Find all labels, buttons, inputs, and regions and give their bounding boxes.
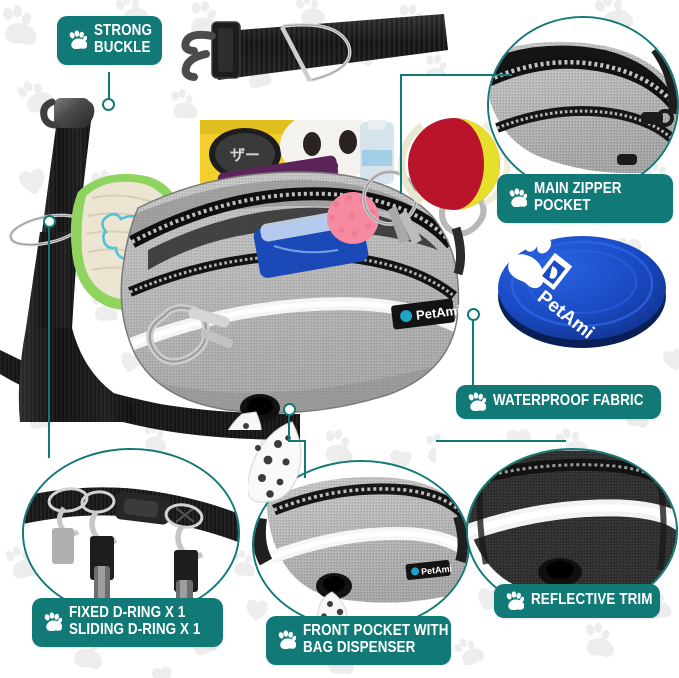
svg-text:PetAmi: PetAmi (421, 564, 453, 577)
connector-strong-buckle (108, 72, 110, 104)
petami-bag-label: PetAmi (391, 298, 461, 330)
callout-main-zipper-label: MAIN ZIPPER POCKET (534, 180, 622, 214)
zipper-pull-lower (617, 154, 637, 165)
photo-waist-webbing (0, 350, 300, 440)
inset-d-rings (22, 448, 240, 618)
inset-main-zipper-pocket (487, 16, 679, 194)
callout-d-ring[interactable]: FIXED D-RING x 1 SLIDING D-RING x 1 (32, 598, 223, 647)
connector-reflective-trim (436, 440, 566, 442)
paw-icon (509, 188, 527, 208)
inset-front-pocket: PetAmi (252, 460, 470, 630)
connector-waterproof-fabric (472, 318, 474, 388)
svg-text:ザー: ザー (230, 147, 260, 164)
photo-poop-bag-roll (248, 421, 302, 503)
paw-icon (44, 612, 62, 632)
photo-collar-dring (181, 14, 448, 82)
paw-icon (278, 630, 296, 650)
bag-dispenser-outlet (227, 394, 280, 430)
petami-front-pocket-label: PetAmi (405, 559, 453, 581)
photo-tennis-ball (398, 118, 511, 210)
water-bottle (360, 120, 394, 184)
callout-waterproof-fabric[interactable]: WATERPROOF FABRIC (456, 385, 661, 419)
callout-reflective-trim[interactable]: REFLECTIVE TRIM (494, 584, 660, 618)
photo-front-pocket: PetAmi (254, 462, 468, 628)
zipper-pull (641, 109, 674, 127)
svg-text:PetAmi: PetAmi (415, 302, 461, 322)
photo-main-pouch: ザー (70, 120, 487, 430)
paw-icon (506, 591, 524, 610)
photo-d-rings (24, 450, 238, 616)
hotspot-front-pocket (283, 403, 296, 416)
photo-reflective-trim (468, 450, 676, 612)
callout-front-pocket-label: FRONT POCKET WITH BAG DISPENSER (303, 622, 449, 656)
paw-icon (468, 392, 486, 411)
callout-front-pocket[interactable]: FRONT POCKET WITH BAG DISPENSER (266, 616, 451, 665)
connector-d-ring (48, 226, 50, 458)
connector-main-zipper-vertical (400, 74, 402, 194)
callout-main-zipper-pocket[interactable]: MAIN ZIPPER POCKET (497, 174, 673, 223)
connector-main-zipper-horizontal (400, 74, 512, 76)
connector-front-pocket-vertical (288, 414, 290, 442)
callout-waterproof-fabric-label: WATERPROOF FABRIC (493, 392, 644, 410)
leash-clip-a (52, 506, 80, 564)
hotspot-strong-buckle (102, 98, 115, 111)
hotspot-d-ring (43, 215, 56, 228)
callout-strong-buckle[interactable]: STRONG BUCKLE (57, 16, 162, 65)
hotspot-waterproof-fabric (467, 308, 480, 321)
connector-front-pocket-horizontal (288, 440, 306, 442)
callout-reflective-trim-label: REFLECTIVE TRIM (531, 591, 653, 609)
photo-collapsible-bowl: PetAmi (498, 234, 666, 348)
callout-d-ring-label: FIXED D-RING x 1 SLIDING D-RING x 1 (69, 604, 201, 638)
connector-front-pocket-vertical-2 (304, 440, 306, 478)
paw-icon (69, 30, 87, 50)
carabiner-clip (146, 304, 234, 366)
photo-zipper-pocket (489, 18, 677, 192)
callout-strong-buckle-label: STRONG BUCKLE (94, 22, 152, 56)
